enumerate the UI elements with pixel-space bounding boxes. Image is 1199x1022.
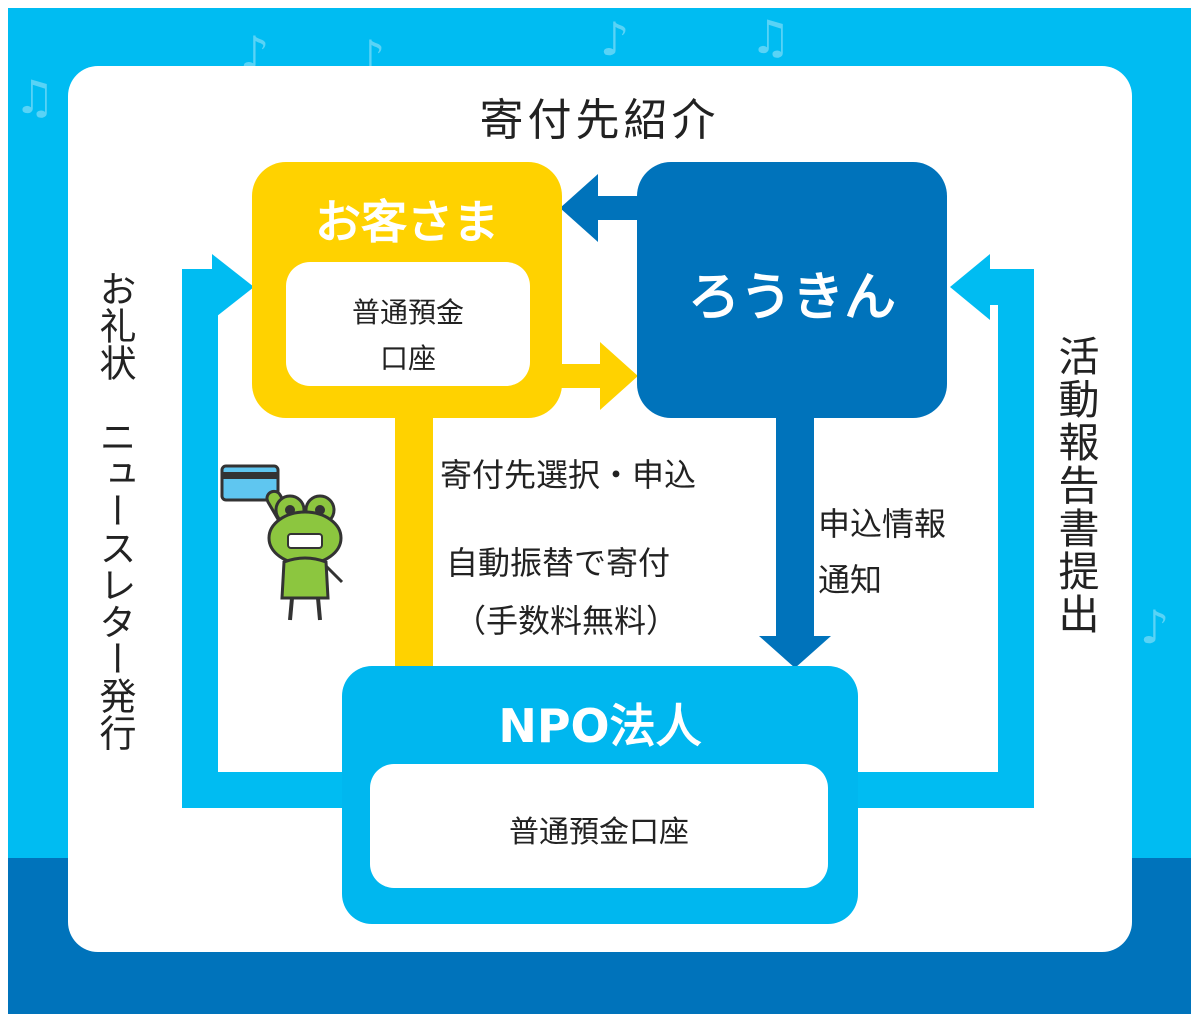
- customer-account-label: 普通預金 口座: [351, 296, 464, 375]
- roukin-node: [637, 162, 947, 418]
- auto-transfer-label: 自動振替で寄付: [446, 544, 671, 582]
- diagram-title: 寄付先紹介: [479, 95, 720, 146]
- thanks-newsletter-label: お礼状 ニュースレター発行: [93, 270, 136, 751]
- npo-account-label: 普通預金口座: [509, 815, 689, 850]
- npo-account-box: [370, 764, 828, 888]
- fee-free-label: （手数料無料）: [454, 602, 679, 640]
- music-note-icon: ♫: [14, 70, 56, 124]
- frog-holding-card-icon: [220, 464, 344, 621]
- arrow-head-thanks-newsletter: [212, 254, 254, 320]
- arrow-head-apply-info: [759, 636, 831, 668]
- arrow-apply-info: [776, 418, 814, 640]
- arrow-activity-report: [858, 269, 1034, 808]
- activity-report-label: 活動報告書提出: [1051, 335, 1099, 636]
- select-apply-label: 寄付先選択・申込: [440, 456, 697, 494]
- music-note-icon: ♪: [1140, 600, 1170, 654]
- music-note-icon: ♪: [600, 12, 630, 66]
- apply-info-label: 申込情報 通知: [818, 505, 947, 599]
- music-note-icon: ♫: [750, 10, 792, 64]
- npo-label: NPO法人: [498, 699, 702, 753]
- roukin-label: ろうきん: [687, 268, 896, 328]
- arrow-head-activity-report: [950, 254, 990, 320]
- customer-account-box: [286, 262, 530, 386]
- customer-label: お客さま: [315, 195, 499, 249]
- arrow-head-roukin-to-customer: [560, 174, 598, 242]
- arrow-thanks-newsletter: [182, 269, 342, 808]
- arrow-head-customer-to-roukin: [600, 342, 638, 410]
